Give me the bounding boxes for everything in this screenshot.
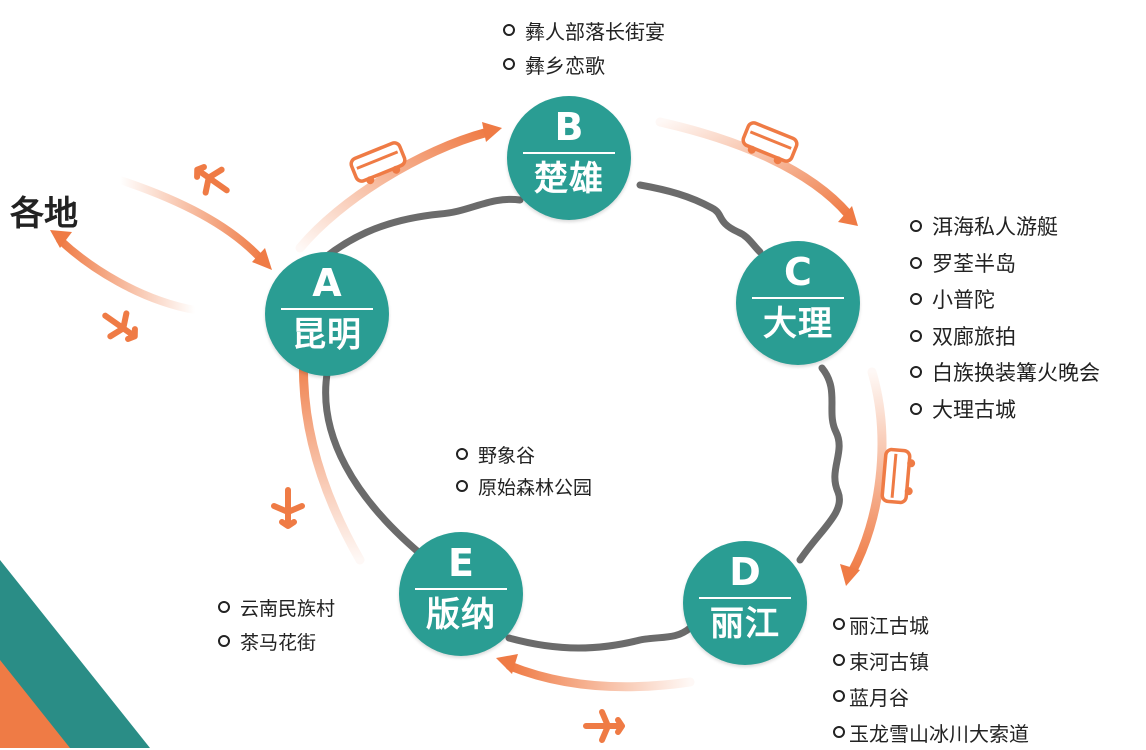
- arrowhead-a-to-b: [482, 122, 502, 142]
- attractions-list-d: 丽江古城 束河古镇 蓝月谷 玉龙雪山冰川大索道: [833, 606, 1029, 750]
- node-e-xishuangbanna: E 版纳: [399, 532, 523, 656]
- node-divider: [699, 597, 791, 599]
- bullet-circle-icon: [218, 635, 230, 647]
- arrowhead-d-to-e: [496, 654, 518, 674]
- bullet-circle-icon: [910, 220, 922, 233]
- arrowhead-c-to-d: [840, 564, 860, 586]
- list-item: 大理古城: [910, 391, 1100, 428]
- node-divider: [281, 308, 373, 310]
- list-item: 彝人部落长街宴: [503, 13, 665, 47]
- attractions-list-middle: 野象谷 原始森林公园: [456, 438, 592, 502]
- bullet-circle-icon: [910, 329, 922, 342]
- arrow-c-to-d: [847, 367, 887, 577]
- list-item-label: 束河古镇: [849, 649, 929, 674]
- airplane-icon: [271, 487, 305, 529]
- list-item-label: 彝人部落长街宴: [525, 19, 665, 44]
- list-item-label: 彝乡恋歌: [525, 53, 605, 78]
- attractions-list-e: 云南民族村 茶马花街: [218, 590, 335, 658]
- bus-icon: [880, 447, 916, 505]
- arrowhead-origin-to-a: [252, 248, 272, 270]
- corner-decoration-orange: [0, 660, 70, 748]
- origin-label: 各地: [10, 194, 78, 234]
- airplane-icon: [102, 310, 138, 342]
- list-item-label: 蓝月谷: [849, 685, 909, 710]
- list-item: 双廊旅拍: [910, 318, 1100, 355]
- bullet-circle-icon: [456, 448, 468, 460]
- bullet-circle-icon: [218, 601, 230, 613]
- node-c-dali: C 大理: [736, 241, 860, 365]
- node-city-name: 丽江: [710, 604, 780, 644]
- node-divider: [415, 588, 507, 590]
- node-letter: C: [784, 250, 812, 294]
- node-letter: B: [554, 105, 584, 149]
- bullet-circle-icon: [503, 58, 515, 70]
- list-item: 束河古镇: [833, 642, 1029, 678]
- list-item-label: 大理古城: [932, 397, 1016, 422]
- airplane-icon: [194, 164, 230, 196]
- attractions-list-c: 洱海私人游艇 罗荃半岛 小普陀 双廊旅拍 白族换装篝火晚会 大理古城: [910, 208, 1100, 427]
- list-item: 小普陀: [910, 281, 1100, 318]
- bullet-circle-icon: [456, 480, 468, 492]
- bullet-circle-icon: [910, 293, 922, 306]
- list-item: 丽江古城: [833, 606, 1029, 642]
- bullet-circle-icon: [910, 256, 922, 269]
- list-item-label: 茶马花街: [240, 631, 317, 654]
- list-item: 茶马花街: [218, 624, 335, 658]
- arrow-a-to-origin: [56, 236, 199, 314]
- list-item: 罗荃半岛: [910, 245, 1100, 282]
- node-city-name: 版纳: [426, 595, 496, 635]
- corner-decoration-teal: [0, 560, 150, 748]
- node-a-kunming: A 昆明: [265, 252, 389, 376]
- bullet-circle-icon: [910, 402, 922, 415]
- node-d-lijiang: D 丽江: [683, 541, 807, 665]
- node-letter: D: [729, 550, 761, 594]
- list-item: 洱海私人游艇: [910, 208, 1100, 245]
- node-divider: [523, 152, 615, 154]
- list-item-label: 丽江古城: [849, 613, 929, 638]
- list-item-label: 原始森林公园: [478, 476, 593, 499]
- arrow-d-to-e: [505, 661, 695, 692]
- list-item-label: 白族换装篝火晚会: [932, 361, 1100, 386]
- list-item: 玉龙雪山冰川大索道: [833, 714, 1029, 750]
- node-b-chuxiong: B 楚雄: [507, 96, 631, 220]
- node-letter: E: [448, 541, 474, 585]
- bullet-circle-icon: [833, 618, 845, 630]
- list-item-label: 罗荃半岛: [932, 251, 1016, 276]
- bus-icon: [741, 121, 799, 165]
- list-item-label: 双廊旅拍: [932, 324, 1016, 349]
- bullet-circle-icon: [910, 366, 922, 379]
- node-city-name: 昆明: [292, 315, 362, 355]
- node-letter: A: [312, 261, 342, 305]
- bullet-circle-icon: [833, 654, 845, 666]
- road-ring: [312, 181, 843, 652]
- arrow-e-to-a: [299, 347, 365, 565]
- list-item-label: 玉龙雪山冰川大索道: [849, 721, 1029, 746]
- list-item: 野象谷: [456, 438, 592, 470]
- attractions-list-b: 彝人部落长街宴 彝乡恋歌: [503, 13, 665, 81]
- list-item-label: 小普陀: [932, 288, 995, 313]
- list-item: 彝乡恋歌: [503, 47, 665, 81]
- bullet-circle-icon: [833, 726, 845, 738]
- arrowhead-a-to-origin: [50, 230, 72, 248]
- list-item-label: 云南民族村: [240, 597, 336, 620]
- arrow-a-to-b: [295, 127, 493, 253]
- bullet-circle-icon: [833, 690, 845, 702]
- list-item-label: 野象谷: [478, 444, 536, 467]
- arrowhead-b-to-c: [838, 206, 858, 226]
- arrow-b-to-c: [655, 117, 853, 219]
- bullet-circle-icon: [503, 24, 515, 36]
- list-item: 云南民族村: [218, 590, 335, 624]
- list-item: 蓝月谷: [833, 678, 1029, 714]
- node-city-name: 楚雄: [534, 159, 604, 199]
- node-city-name: 大理: [763, 304, 833, 344]
- arrow-origin-to-a: [116, 176, 266, 264]
- list-item-label: 洱海私人游艇: [932, 215, 1058, 240]
- bus-icon: [349, 141, 407, 185]
- node-divider: [752, 297, 844, 299]
- list-item: 白族换装篝火晚会: [910, 354, 1100, 391]
- list-item: 原始森林公园: [456, 470, 592, 502]
- airplane-icon: [583, 709, 625, 743]
